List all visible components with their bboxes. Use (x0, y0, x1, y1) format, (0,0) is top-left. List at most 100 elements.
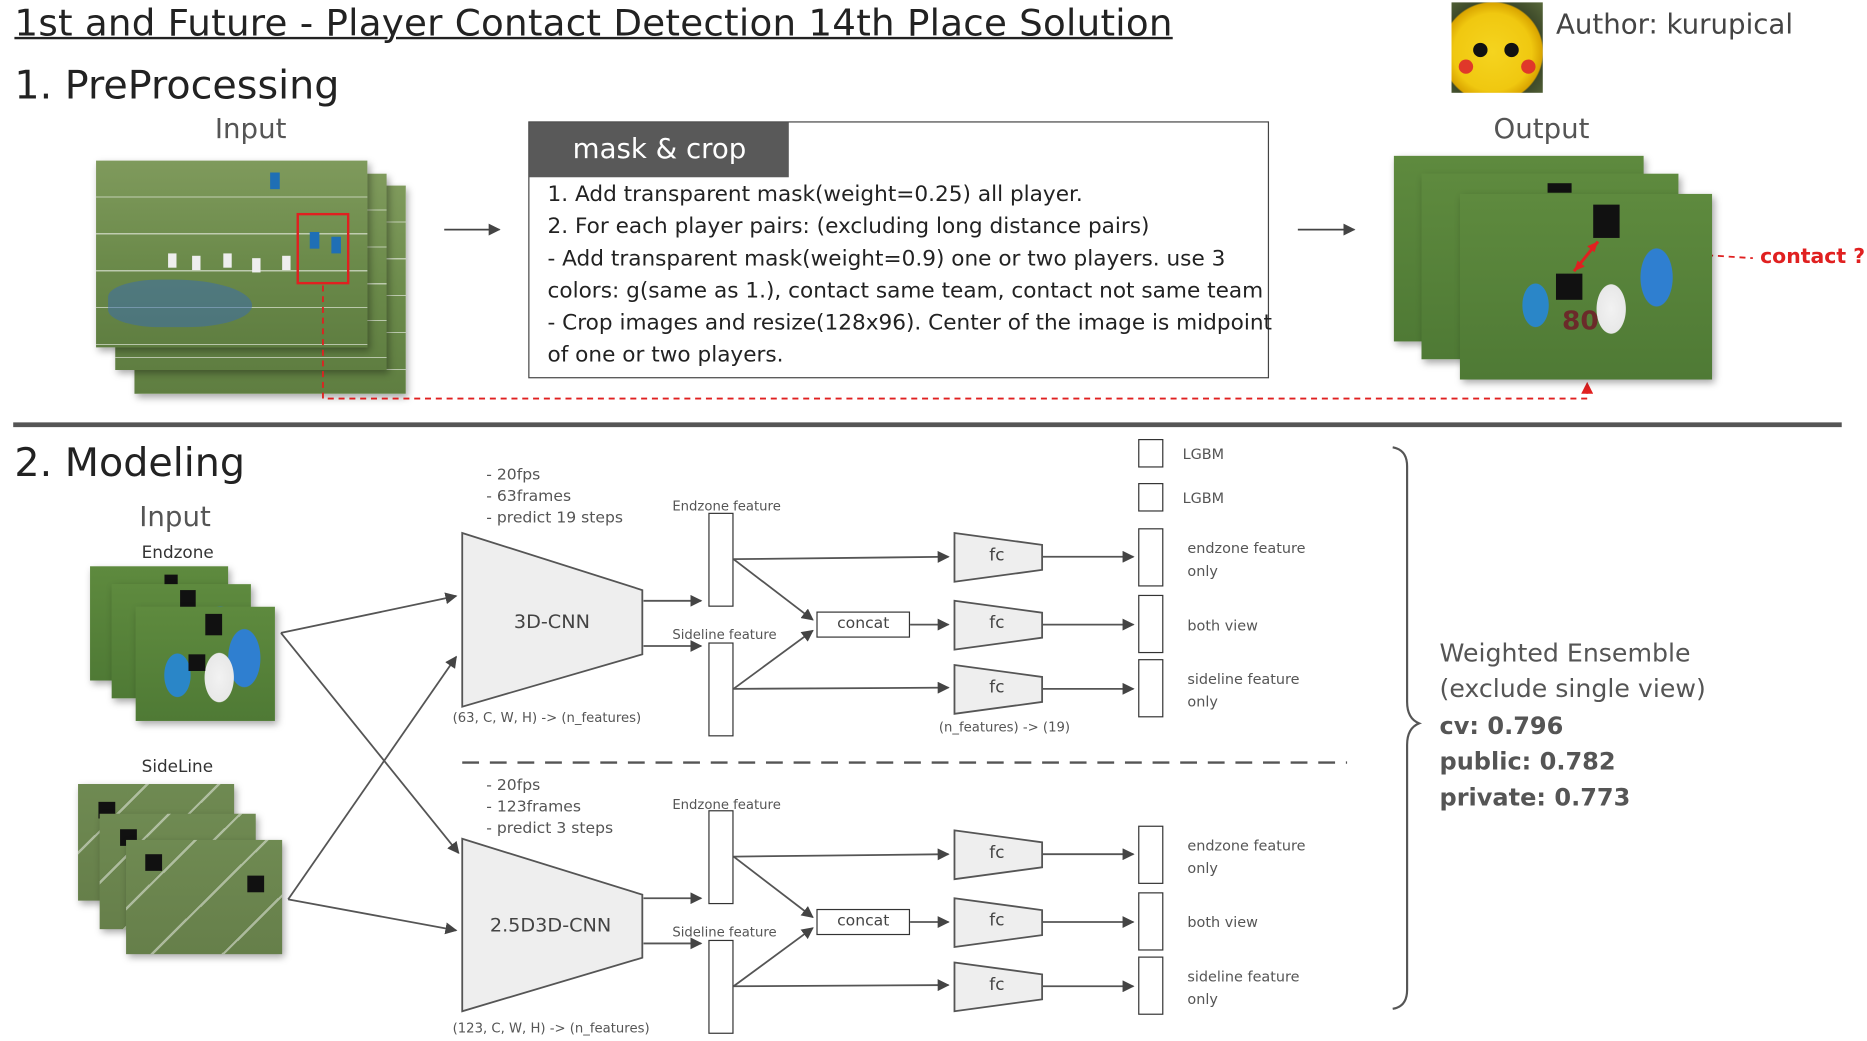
crop-region-box (296, 212, 350, 285)
avatar-cheek (1521, 59, 1536, 74)
lgbm-label: LGBM (1182, 446, 1225, 463)
ensemble-cv: cv: 0.796 (1439, 711, 1564, 740)
mask-crop-line: colors: g(same as 1.), contact same team… (547, 278, 1264, 304)
output-frame-front: 80 (1459, 193, 1713, 380)
fc-block (953, 829, 1044, 881)
output-vector (1138, 659, 1164, 718)
mask-crop-line: of one or two players. (547, 342, 784, 368)
arrow-sideline-to-25dcnn (287, 898, 458, 935)
endzone-feature-label: Endzone feature (672, 498, 781, 514)
model-note: - predict 19 steps (486, 509, 624, 528)
arrow-endzone-to-3dcnn (280, 592, 458, 634)
output-label: sideline feature (1187, 670, 1300, 688)
output-label: only (1187, 562, 1218, 580)
mask-square (188, 654, 206, 671)
output-vector (1138, 892, 1164, 951)
player-marker (223, 253, 232, 268)
contact-label: contact ? (1760, 245, 1866, 269)
mask-crop-line: - Crop images and resize(128x96). Center… (547, 310, 1273, 336)
fc-shape-note: (n_features) -> (19) (938, 719, 1071, 736)
jersey-number: 80 (1561, 306, 1599, 337)
ensemble-title: Weighted Ensemble (1439, 638, 1691, 668)
model-note: - 20fps (486, 466, 541, 485)
modeling-input-label: Input (139, 502, 211, 533)
page-title: 1st and Future - Player Contact Detectio… (14, 2, 1173, 46)
cnn-3d-block (461, 531, 644, 708)
player-marker (282, 255, 291, 271)
section-modeling-heading: 2. Modeling (14, 438, 246, 486)
sideline-frame-front (126, 839, 283, 955)
player-marker (270, 172, 280, 190)
fc-label: fc (989, 975, 1005, 995)
fc-block (953, 531, 1044, 583)
sideline-feature-label: Sideline feature (672, 924, 777, 940)
mask-crop-line: 2. For each player pairs: (excluding lon… (547, 214, 1150, 240)
sideline-feature-vector (708, 939, 734, 1034)
arrow-feature-to-concat (733, 629, 814, 690)
fc-label: fc (989, 613, 1005, 633)
fc-block (953, 664, 1044, 715)
arrow-sideline-to-3dcnn (287, 655, 457, 900)
mask-square (205, 613, 223, 636)
contact-arrow (1572, 240, 1600, 273)
avatar-cheek (1458, 59, 1474, 74)
lgbm-label: LGBM (1182, 490, 1225, 507)
output-label: sideline feature (1187, 968, 1300, 986)
fc-block (953, 961, 1044, 1013)
output-label: only (1187, 991, 1218, 1008)
input-frame-front (96, 160, 368, 348)
arrow-feature-to-fc (733, 681, 950, 694)
output-label: both view (1187, 913, 1258, 931)
output-label: both view (1187, 617, 1258, 635)
mask-square (164, 574, 178, 587)
output-vector (1138, 825, 1164, 884)
mask-crop-title: mask & crop (529, 122, 789, 178)
preprocess-output-label: Output (1493, 114, 1590, 146)
ensemble-private: private: 0.773 (1439, 782, 1631, 812)
lgbm-box (1138, 438, 1164, 468)
model-note: - 63frames (486, 487, 572, 506)
mask-square (247, 875, 265, 893)
field-logo (108, 279, 253, 328)
model-note: - 123frames (486, 798, 582, 817)
arrow-endzone-to-25dcnn (280, 632, 460, 854)
output-vector (1138, 528, 1164, 587)
arrow-feature-to-fc (733, 550, 950, 563)
endzone-feature-vector (708, 512, 734, 607)
sideline-label: SideLine (141, 757, 214, 777)
arrow-feature-to-concat (733, 927, 814, 987)
author-avatar (1451, 2, 1543, 93)
mask-square (1555, 273, 1583, 300)
mask-crop-line: 1. Add transparent mask(weight=0.25) all… (547, 182, 1083, 208)
player-marker (192, 255, 201, 271)
concat-block: concat (816, 908, 911, 936)
author-name: Author: kurupical (1555, 9, 1794, 41)
sideline-feature-label: Sideline feature (672, 626, 777, 643)
ensemble-brace (1392, 446, 1423, 1010)
endzone-feature-vector (708, 810, 734, 905)
mask-crop-line: - Add transparent mask(weight=0.9) one o… (547, 246, 1226, 272)
ensemble-public: public: 0.782 (1439, 747, 1616, 776)
player-marker (309, 231, 320, 249)
arrow-feature-to-concat (733, 558, 814, 621)
output-label: endzone feature (1187, 837, 1306, 855)
concat-block: concat (816, 611, 911, 638)
endzone-frame-front (135, 606, 275, 721)
output-label: only (1187, 860, 1218, 877)
fc-label: fc (989, 911, 1005, 931)
endzone-label: Endzone (141, 543, 214, 563)
avatar-eye (1473, 42, 1488, 58)
player-marker (252, 258, 261, 273)
section-preprocessing-heading: 1. PreProcessing (14, 61, 340, 109)
fc-label: fc (989, 843, 1005, 863)
mask-square (1547, 183, 1572, 193)
cnn-3d-label: 3D-CNN (513, 610, 590, 633)
fc-label: fc (989, 678, 1005, 698)
avatar-eye (1504, 42, 1519, 58)
output-vector (1138, 594, 1164, 654)
fc-label: fc (989, 546, 1005, 566)
mask-square (180, 590, 196, 608)
preprocess-input-label: Input (214, 114, 287, 146)
arrow-feature-to-concat (733, 855, 814, 918)
